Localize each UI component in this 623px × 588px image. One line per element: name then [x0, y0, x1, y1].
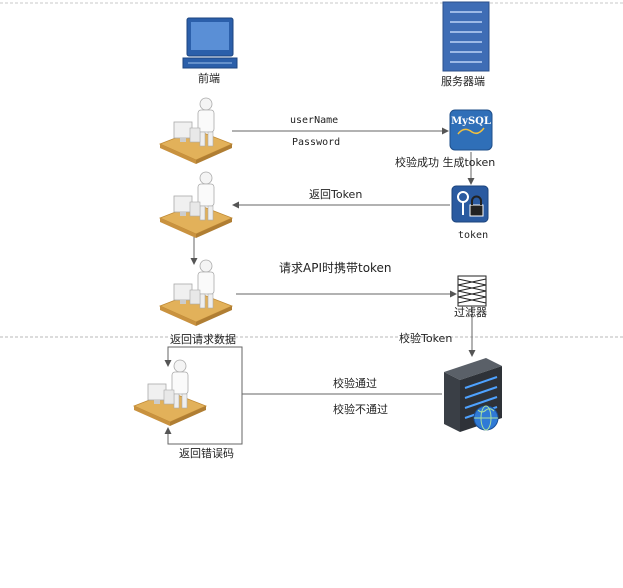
- arrow-return-error: [164, 394, 243, 445]
- username-label: userName: [290, 115, 339, 126]
- mysql-icon: MySQL: [449, 109, 493, 151]
- frontend-label: 前端: [198, 72, 220, 85]
- client-icon-result: [133, 359, 207, 427]
- computer-icon: [182, 17, 238, 69]
- token-label: token: [458, 230, 489, 241]
- server-label: 服务器端: [441, 75, 485, 88]
- pass-label: 校验通过: [333, 377, 377, 390]
- key-lock-icon: [451, 185, 489, 223]
- verify-token-label: 校验Token: [399, 332, 453, 345]
- server-tower-icon: [442, 1, 490, 72]
- fail-label: 校验不通过: [333, 403, 388, 416]
- filter-label: 过滤器: [454, 306, 487, 319]
- verify-generate-label: 校验成功 生成token: [395, 156, 496, 169]
- arrow-return-data: [164, 346, 243, 394]
- filter-icon: [457, 275, 487, 307]
- mysql-badge-text: MySQL: [451, 116, 491, 127]
- return-token-label: 返回Token: [309, 188, 363, 201]
- request-with-token-label: 请求API时携带token: [279, 261, 392, 275]
- return-data-label: 返回请求数据: [170, 333, 236, 346]
- rack-server-icon: [444, 358, 502, 432]
- return-error-label: 返回错误码: [179, 447, 234, 460]
- client-icon-login: [159, 97, 233, 165]
- password-label: Password: [292, 137, 341, 148]
- client-icon-request: [159, 259, 233, 327]
- client-icon-receive-token: [159, 171, 233, 239]
